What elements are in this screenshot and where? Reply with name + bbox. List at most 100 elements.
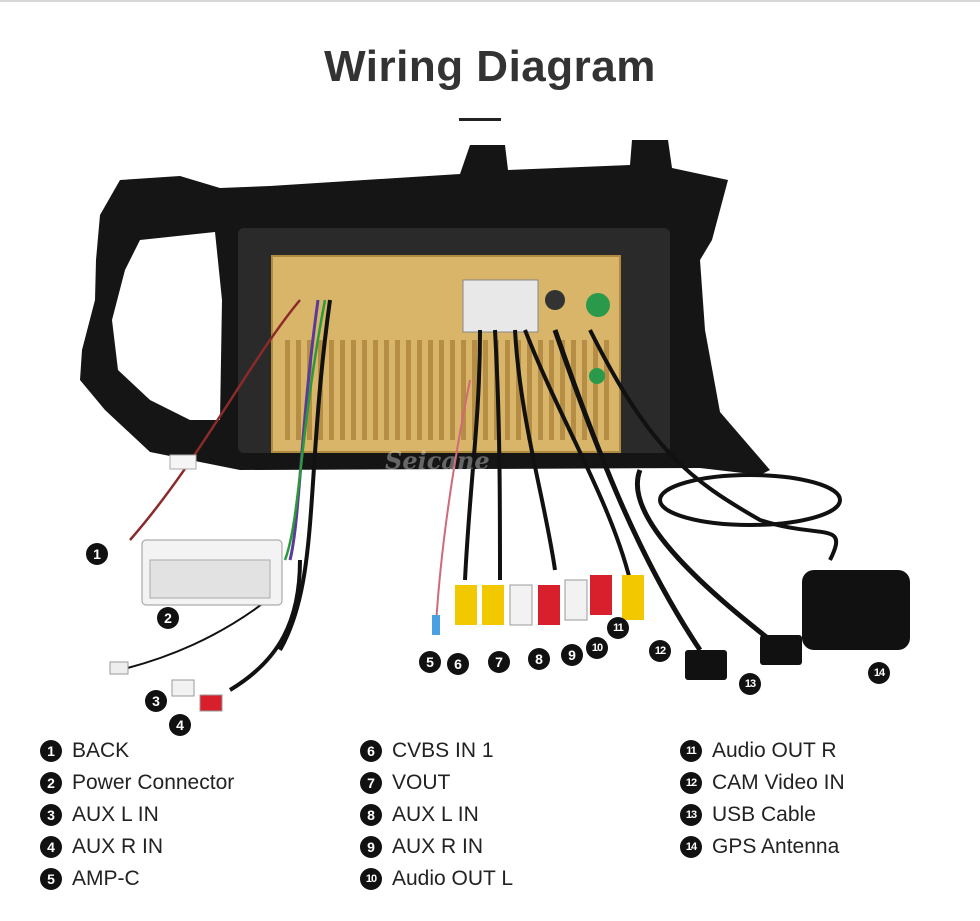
vent-slat [285,340,290,440]
cable-amp-c [435,379,471,626]
cable-center-1 [463,329,482,581]
legend-item: 11 Audio OUT R [680,735,845,767]
legend-item: 10 Audio OUT L [360,863,513,895]
cable-center-2 [493,329,502,581]
vent-slat [538,340,543,440]
vent-slat [505,340,510,440]
legend-number: 4 [40,836,62,858]
led [589,368,605,384]
legend-number: 10 [360,868,382,890]
legend-label: Power Connector [72,771,235,794]
vent-slat [340,340,345,440]
vent-slat [406,340,411,440]
cable-amp [119,589,281,671]
legend-item: 13 USB Cable [680,799,845,831]
amp-plug [109,661,129,675]
cable-center-4 [523,329,632,581]
legend-number: 9 [360,836,382,858]
vent-slat [362,340,367,440]
vent-slat [593,340,598,440]
vent-slat [571,340,576,440]
back-tag [169,454,197,470]
legend-label: CAM Video IN [712,771,845,794]
legend-number: 6 [360,740,382,762]
usb-plug-1 [685,650,727,680]
vent-slat [483,340,488,440]
vent-slat [450,340,455,440]
legend-label: AUX R IN [72,835,164,858]
rca-vout [482,585,504,625]
legend-number: 11 [680,740,702,762]
rca-audio-out-l [564,579,588,621]
cable-usb-1 [552,329,703,652]
gps-coil [658,473,842,527]
vent-slat [527,340,532,440]
legend-number: 3 [40,804,62,826]
legend-label: CVBS IN 1 [392,739,494,762]
legend-number: 13 [680,804,702,826]
cable-gps [588,329,839,561]
vent-slat [560,340,565,440]
legend-item: 2 Power Connector [40,767,234,799]
vent-slat [604,340,609,440]
legend-number: 7 [360,772,382,794]
callout-14: 14 [868,662,890,684]
watermark: Seicane [385,446,490,475]
callout-3: 3 [145,690,167,712]
callout-10: 10 [586,637,608,659]
callout-8: 8 [528,648,550,670]
antenna-socket [545,290,565,310]
legend-item: 6 CVBS IN 1 [360,735,513,767]
callout-9: 9 [561,644,583,666]
callout-2: 2 [157,607,179,629]
cable-back [129,299,301,541]
rca-aux-l-left [171,679,195,697]
legend-label: AUX R IN [392,835,484,858]
legend-label: Audio OUT L [392,867,514,890]
rca-aux-l [509,584,533,626]
legend-item: 9 AUX R IN [360,831,513,863]
callout-4: 4 [169,714,191,736]
wiring-diagram [80,140,910,712]
callout-6: 6 [447,653,469,675]
legend-label: BACK [72,739,130,762]
rca-cvbs-in [455,585,477,625]
legend-label: AUX L IN [72,803,159,826]
title-underline [459,118,501,121]
callout-11: 11 [607,617,629,639]
rca-cam-in [622,575,644,620]
rca-audio-out-r [590,575,612,615]
amp-c-pin [432,615,440,635]
vent-slat [439,340,444,440]
vent-slat [472,340,477,440]
legend-label: AUX L IN [392,803,479,826]
legend-number: 2 [40,772,62,794]
gps-antenna [802,570,910,650]
callout-12: 12 [649,640,671,662]
vent-slat [395,340,400,440]
legend-label: GPS Antenna [712,835,840,858]
vent-slat [516,340,521,440]
vent-slat [296,340,301,440]
rca-aux-r [538,585,560,625]
legend-label: USB Cable [712,803,816,826]
callout-7: 7 [488,651,510,673]
vent-slat [428,340,433,440]
vent-slat [373,340,378,440]
rca-aux-r-left [199,694,223,712]
legend-label: Audio OUT R [712,739,837,762]
vent-slat [384,340,389,440]
callout-1: 1 [86,543,108,565]
radio-socket [586,293,610,317]
vent-slat [417,340,422,440]
legend-item: 3 AUX L IN [40,799,234,831]
